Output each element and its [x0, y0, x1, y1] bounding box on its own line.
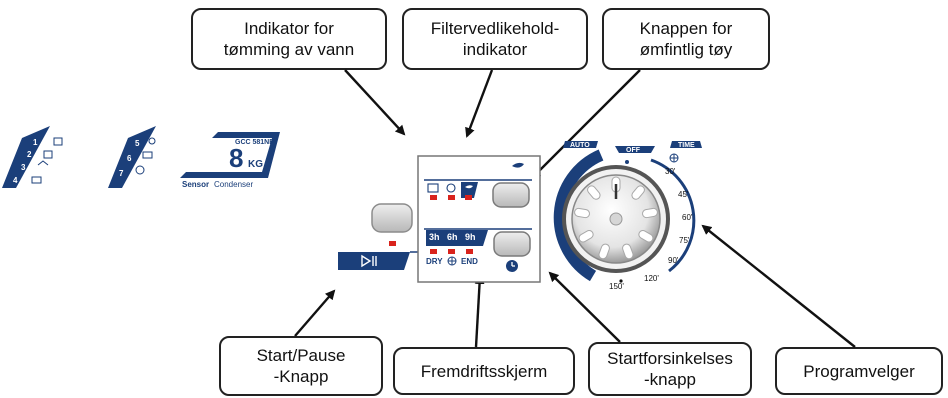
fan-icon: [669, 153, 679, 163]
program-number: 5: [135, 139, 140, 148]
filter-icon: [446, 183, 456, 193]
knob-grips: [574, 176, 658, 260]
start-pause-button[interactable]: [371, 203, 413, 233]
leader-arrows: [294, 69, 856, 348]
time-tab: [670, 141, 702, 148]
capacity-number: 8: [229, 143, 243, 173]
filter-led: [448, 195, 455, 200]
dial-number: 1: [598, 162, 603, 171]
drain-led: [430, 195, 437, 200]
feather-icon: [465, 185, 473, 189]
program-number: 4: [13, 176, 18, 185]
time-tick-90: 90': [668, 256, 679, 265]
basket-icon: [31, 176, 42, 184]
callout-program-selector: Programvelger: [775, 347, 943, 395]
delay-led-6h: [448, 249, 455, 254]
drain-icon: [427, 183, 439, 193]
callout-start-pause: Start/Pause -Knapp: [219, 336, 383, 396]
time-tick-45: 45': [678, 190, 689, 199]
time-tick-120: 120': [644, 274, 659, 283]
off-label: OFF: [626, 147, 641, 154]
play-pause-icon: [361, 254, 377, 268]
program-number: 6: [127, 154, 132, 163]
arrow-progress: [474, 274, 485, 348]
panel-frame: [417, 155, 541, 283]
towel-icon: [43, 150, 53, 159]
shirt-icon: [53, 137, 63, 146]
capacity-unit: KG: [248, 159, 263, 170]
arrow-filter: [465, 69, 494, 138]
time-label: TIME: [678, 142, 695, 149]
auto-label: AUTO: [570, 142, 590, 149]
program-number: 2: [27, 150, 32, 159]
delicate-button[interactable]: [492, 182, 530, 208]
callout-delicate-button: Knappen for ømfintlig tøy: [602, 8, 770, 70]
indicator-icons: [427, 183, 456, 193]
timer-icon: [135, 165, 145, 175]
delay-label-6h: 6h: [447, 232, 458, 242]
time-tick-150: 150': [609, 282, 624, 291]
arrow-start-pause: [294, 289, 336, 337]
callout-drain-indicator: Indikator for tømming av vann: [191, 8, 387, 70]
series-name: Sensor: [182, 180, 209, 189]
model-label: GCC 581NB: [235, 139, 274, 146]
off-dot: [625, 160, 629, 164]
arrow-delay: [548, 271, 621, 343]
control-panel: 3h 6h 9h DRY END: [417, 155, 541, 283]
start-pause-led: [389, 241, 396, 246]
delay-start-button[interactable]: [493, 231, 531, 257]
brand-panel: 1 2 3 4 5 6 7 GCC 581NB 8 KG Sensor Cond…: [2, 126, 280, 189]
auto-tab: [563, 141, 598, 148]
time-tick-60: 60': [682, 213, 693, 222]
time-tick-75: 75': [679, 236, 690, 245]
auto-arc: [553, 149, 604, 282]
capacity-frame: [180, 132, 280, 178]
start-pause-group: [338, 203, 484, 270]
delay-label-bar: [426, 230, 488, 246]
delay-label-3h: 3h: [429, 232, 440, 242]
arrow-delicate: [530, 69, 641, 180]
dial-number: 7: [599, 267, 604, 276]
time-arc: [650, 158, 696, 273]
delicate-tab: [461, 182, 478, 198]
fan-icon: [447, 256, 457, 266]
program-number: 7: [119, 169, 124, 178]
time-tick-30: 30': [665, 167, 676, 176]
sheet-icon: [142, 151, 153, 159]
callout-delay-start: Startforsinkelses -knapp: [588, 342, 752, 396]
delay-led-9h: [466, 249, 473, 254]
off-tab: [615, 146, 655, 153]
arrow-drain: [344, 69, 406, 136]
delay-label-9h: 9h: [465, 232, 476, 242]
program-stripe-left: [2, 126, 50, 188]
program-icons: [31, 137, 156, 184]
series-subname: Condenser: [214, 180, 253, 189]
start-pause-badge: [338, 252, 410, 270]
program-stripe-mid: [108, 126, 156, 188]
hanger-icon: [37, 160, 49, 166]
arrow-selector: [701, 224, 856, 348]
clock-icon: [506, 260, 518, 272]
program-selector: OFF AUTO TIME 1 2 3 4 5 6 7 30' 45' 60' …: [553, 141, 702, 291]
callout-filter-indicator: Filtervedlikehold- indikator: [402, 8, 588, 70]
feather-icon: [512, 162, 524, 168]
delicate-led: [465, 195, 472, 200]
program-number: 1: [33, 138, 38, 147]
delay-led-3h: [430, 249, 437, 254]
status-end-label: END: [461, 257, 478, 266]
program-number: 3: [21, 163, 26, 172]
callout-progress-display: Fremdriftsskjerm: [393, 347, 575, 395]
status-dry-label: DRY: [426, 257, 443, 266]
wool-icon: [148, 137, 156, 145]
